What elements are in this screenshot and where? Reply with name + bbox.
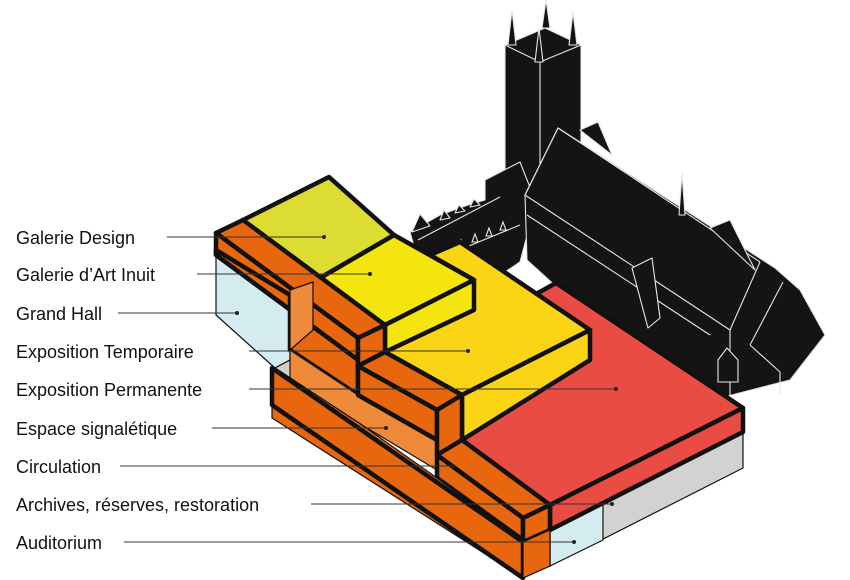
circulation-block [213,217,553,580]
label-exposition-permanente: Exposition Permanente [16,380,203,400]
spire-icon [507,9,517,46]
label-galerie-design: Galerie Design [16,228,136,248]
espace-signaletique-face [289,281,314,351]
leader-lines [118,235,618,544]
label-espace-signaletique: Espace signalétique [16,419,178,439]
label-archives: Archives, réserves, restoration [16,495,260,515]
label-exposition-temporaire: Exposition Temporaire [16,342,194,362]
label-circulation: Circulation [16,457,102,477]
church-building [409,0,826,399]
label-auditorium: Auditorium [16,533,103,553]
church-nave [524,127,826,399]
spire-icon [678,172,686,216]
spire-icon [568,11,578,46]
label-galerie-art-inuit: Galerie d’Art Inuit [16,265,156,285]
label-grand-hall: Grand Hall [16,304,103,324]
spire-icon [534,27,544,63]
spire-icon [541,0,551,29]
